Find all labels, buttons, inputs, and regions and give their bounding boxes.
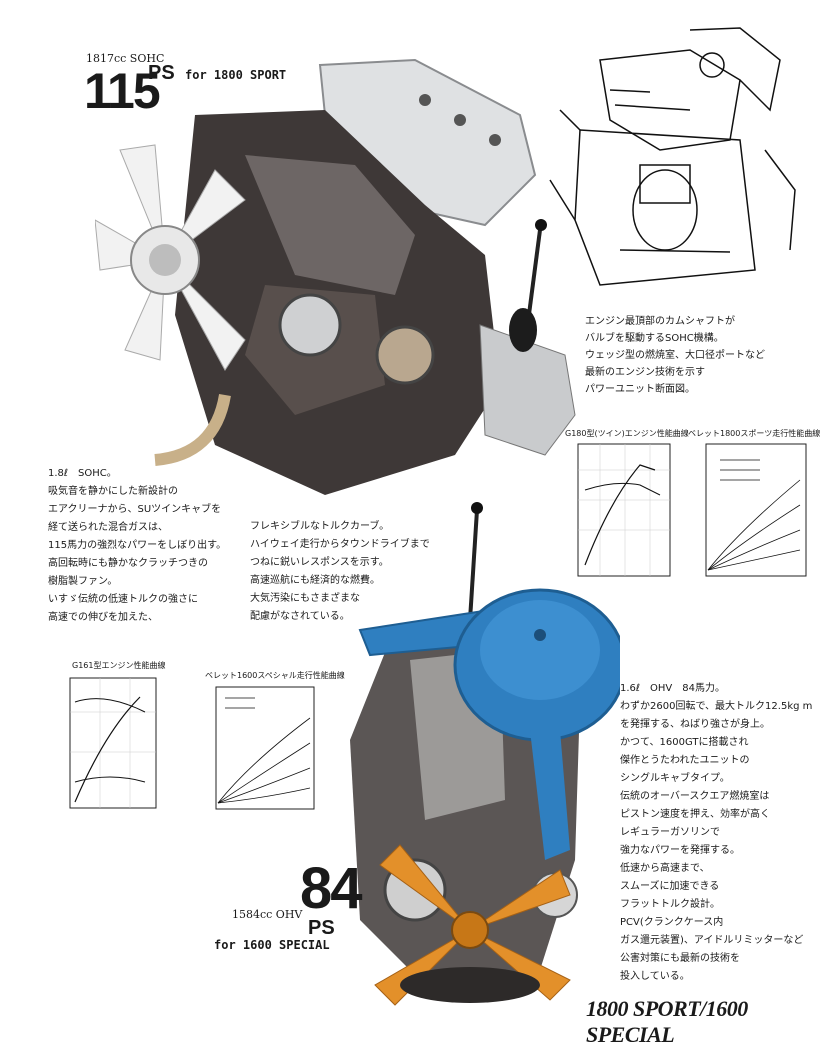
- g161-graph-title: G161型エンジン性能曲線: [72, 661, 166, 670]
- bottom-engine-model-label: for 1600 SPECIAL: [214, 938, 330, 952]
- top-engine-power-unit: PS: [148, 62, 175, 84]
- bellett1800-graph-title: ベレット1800スポーツ走行性能曲線: [688, 429, 821, 438]
- g180-graph-title: G180型(ツイン)エンジン性能曲線: [565, 429, 689, 438]
- top-engine-model-label: for 1800 SPORT: [185, 68, 287, 82]
- ohv-description: 1.6ℓ OHV 84馬力。 わずか2600回転で、最大トルク12.5kg m …: [620, 683, 813, 982]
- sohc-engine-photo: [95, 58, 576, 495]
- top-engine-displacement: 1817cc SOHC: [86, 52, 165, 65]
- ohv-engine-photo: [350, 502, 620, 1006]
- bellett1600-graph-title: ベレット1600スペシャル走行性能曲線: [205, 671, 345, 680]
- bottom-engine-power-value: 84: [300, 856, 362, 921]
- bellett1600-performance-graph: [215, 686, 315, 810]
- bellett1800-performance-graph: [705, 443, 807, 577]
- sohc-description-left: 1.8ℓ SOHC。 吸気音を静かにした新設計の エアクリーナから、SUツインキ…: [48, 468, 227, 623]
- g161-performance-graph: [69, 677, 157, 809]
- diagram-caption: エンジン最頂部のカムシャフトが バルブを駆動するSOHC機構。 ウェッジ型の燃焼…: [585, 316, 765, 395]
- bottom-engine-power-unit: PS: [308, 917, 335, 939]
- footer-model-title: 1800 SPORT/1600 SPECIAL: [586, 996, 748, 1047]
- top-engine-power-value: 115: [84, 63, 161, 119]
- bottom-engine-displacement: 1584cc OHV: [232, 908, 303, 921]
- engine-cross-section-diagram: [549, 27, 796, 286]
- g180-performance-graph: [577, 443, 671, 577]
- sohc-description-right: フレキシブルなトルクカーブ。 ハイウェイ走行からタウンドライブまで つねに鋭いレ…: [250, 521, 430, 622]
